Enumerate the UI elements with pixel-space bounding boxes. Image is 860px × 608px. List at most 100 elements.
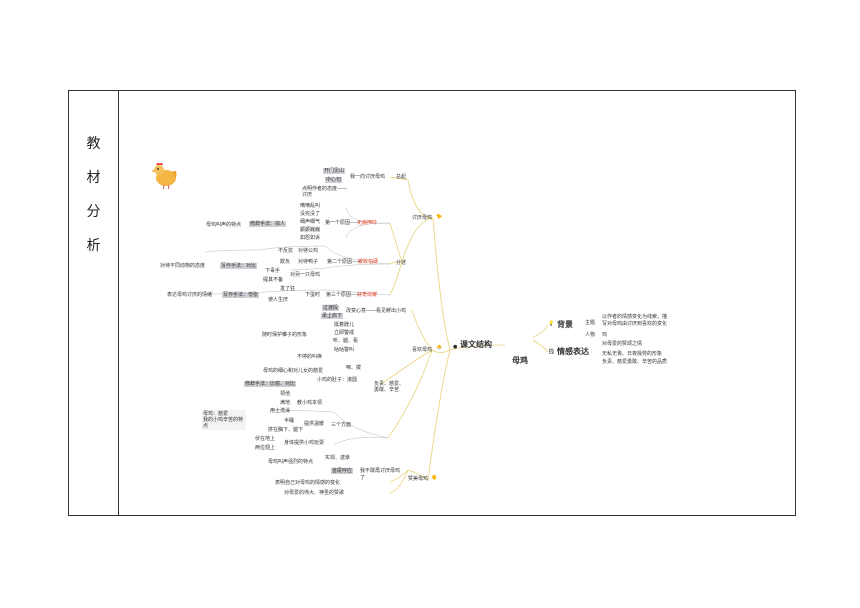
list-item: 听、腿、看 — [333, 338, 359, 344]
node: 第三个原因—— — [326, 292, 362, 298]
list-item: 实现、逮幸 — [325, 455, 351, 461]
tag: 写作手法：对比 — [220, 263, 258, 269]
row-label-char: 析 — [86, 238, 101, 254]
tag: 修辞手法：拟人 — [249, 221, 287, 227]
branch-dislike-icon: 🐤 — [436, 214, 443, 220]
list-item: 细声细气 — [300, 219, 321, 225]
note-line: 我的小鸡辛苦的特点 — [203, 417, 244, 429]
list-item: 下毒手 — [265, 268, 281, 274]
node: 随时保护雏子的形象 — [262, 332, 308, 338]
row-label-cell: 教 材 分 析 — [69, 91, 118, 515]
node: 第一个原因—— — [325, 220, 361, 226]
row-label-char: 教 — [86, 136, 101, 152]
node: 了 — [360, 475, 366, 481]
emotion-icon: 🗒 — [548, 349, 555, 355]
node: 点明作者的态度—— — [302, 186, 348, 192]
branch-dislike: 讨厌母鸡 — [412, 215, 433, 221]
tag: 过渡段 — [322, 305, 340, 311]
theme-value-line1: 以作者的情感变化为线索，描 — [602, 314, 668, 320]
node: 对待不同动物的态度 — [160, 263, 206, 269]
emotion-item: 对母爱的赞颂之情 — [602, 341, 643, 347]
node: 讨厌 — [302, 192, 313, 198]
list-item: 不停的叫唤 — [297, 354, 323, 360]
mindmap-connectors — [204, 176, 549, 494]
list-item: 欺负 — [280, 259, 291, 265]
list-item: 立即警戒 — [334, 330, 355, 336]
list-item: 没完没了 — [300, 211, 321, 217]
list-item: 如怨如诉 — [300, 235, 321, 241]
node: 母鸡叫声的特点 — [206, 222, 242, 228]
node: 我一向讨厌母鸡 — [350, 174, 386, 180]
bulb-icon: 💡 — [548, 321, 555, 327]
tag: 中心句 — [325, 177, 343, 183]
list-item: 伏在地上 — [255, 436, 276, 442]
node: 表达母鸡讨厌的情绪 — [167, 292, 213, 298]
node-red: 好奇炫耀 — [357, 292, 378, 298]
row-label-char: 材 — [86, 170, 101, 186]
list-item: 咕咕警叫 — [334, 347, 355, 353]
branch-praise-icon: 🐥 — [431, 475, 438, 481]
emotion-item: 无私无畏、日夜操劳的形象 — [602, 351, 663, 357]
list-item: 对待公鸡 — [298, 248, 319, 254]
list-item: 对待鸭子 — [298, 259, 319, 265]
mindmap-image: ● 课文结构 母鸡 💡 背景 主题 以作者的情感变化为线索，描 写对母鸡由讨厌到… — [150, 160, 690, 500]
branch-like-icon: 🐣 — [436, 345, 443, 351]
node: 三个方面 — [331, 422, 352, 428]
theme-key: 主题 — [585, 320, 596, 326]
node: 小鸡的肚子：滚圆 — [317, 377, 358, 383]
tag: 承上启下 — [321, 313, 344, 319]
node: 分述 — [396, 260, 407, 266]
node: 对母爱的伟大、神圣的赞歌 — [284, 490, 345, 496]
node-red: 无病呻吟 — [357, 220, 378, 226]
list-item: 半睡 — [284, 418, 295, 424]
tag: 写作手法：夸张 — [222, 292, 260, 298]
node: 改变心意——看见孵出小鸡 — [346, 308, 407, 314]
tag: 开门见山 — [323, 168, 346, 174]
hen-icon — [151, 162, 177, 189]
emotion-item: 负责、慈爱勇敢、辛苦的品质 — [602, 359, 668, 365]
node: 下蛋时 — [305, 292, 321, 298]
list-item: 身体提供小鸡玩耍 — [284, 440, 325, 446]
list-item: 领他 — [280, 391, 291, 397]
list-item: 提其不备 — [263, 277, 284, 283]
node: 表明自己对母鸡的情感的变化 — [275, 480, 341, 486]
list-item: 挺着脖儿 — [334, 322, 355, 328]
background-title: 背景 — [557, 320, 573, 329]
structure-dot-icon: ● — [453, 344, 458, 350]
theme-value-line2: 写对母鸡由讨厌到喜欢的变化 — [602, 321, 668, 327]
list-item: 使人生厌 — [268, 297, 289, 303]
row-label-char: 分 — [86, 204, 101, 220]
tag: 修辞手法：比喻、对比 — [244, 381, 297, 387]
list-item: 满地 — [280, 400, 291, 406]
list-item: 用土洗澡 — [270, 408, 291, 414]
node: 母鸡叫声强烈的特点 — [268, 459, 314, 465]
list-item: 挤在胸下、腿下 — [268, 427, 304, 433]
node: 我不敢再讨厌母鸡 — [360, 468, 401, 474]
node: 母鸡的细心和对儿女的慈爱 — [263, 368, 324, 374]
node-red: 欺软怕硬 — [358, 259, 379, 265]
node: 第二个原因—— — [327, 259, 363, 265]
note: 母鸡：慈爱我的小鸡辛苦的特点 — [202, 410, 246, 430]
people-key: 人物 — [585, 332, 596, 338]
people-value: 鸡 — [602, 332, 608, 338]
list-item: 对另一只母鸡 — [290, 272, 321, 278]
list-item: 啄、拨 — [346, 365, 362, 371]
list-item: 颤颤巍巍 — [300, 227, 321, 233]
emotion-title: 情感表达 — [557, 347, 589, 356]
list-item: 两位翅上 — [255, 445, 276, 451]
node: 总起 — [396, 174, 407, 180]
analysis-table: 教 材 分 析 — [68, 90, 796, 516]
branch-like: 喜欢母鸡 — [412, 347, 433, 353]
list-item: 不反抗 — [278, 248, 294, 254]
note-line: 母鸡：慈爱 — [203, 411, 229, 417]
list-item: 教小鸡本领 — [297, 400, 323, 406]
node: 负责、慈爱、勇敢、辛苦 — [374, 381, 405, 393]
structure-label: 课文结构 — [460, 340, 492, 349]
branch-praise: 赞美母鸡 — [408, 476, 429, 482]
column-divider — [118, 91, 119, 515]
list-item: 提供温暖 — [304, 421, 325, 427]
list-item: 发了狂 — [280, 286, 296, 292]
list-item: 嘀嘀乱叫 — [300, 203, 321, 209]
root-node: 母鸡 — [512, 356, 528, 365]
tag: 首尾呼应 — [331, 468, 354, 474]
